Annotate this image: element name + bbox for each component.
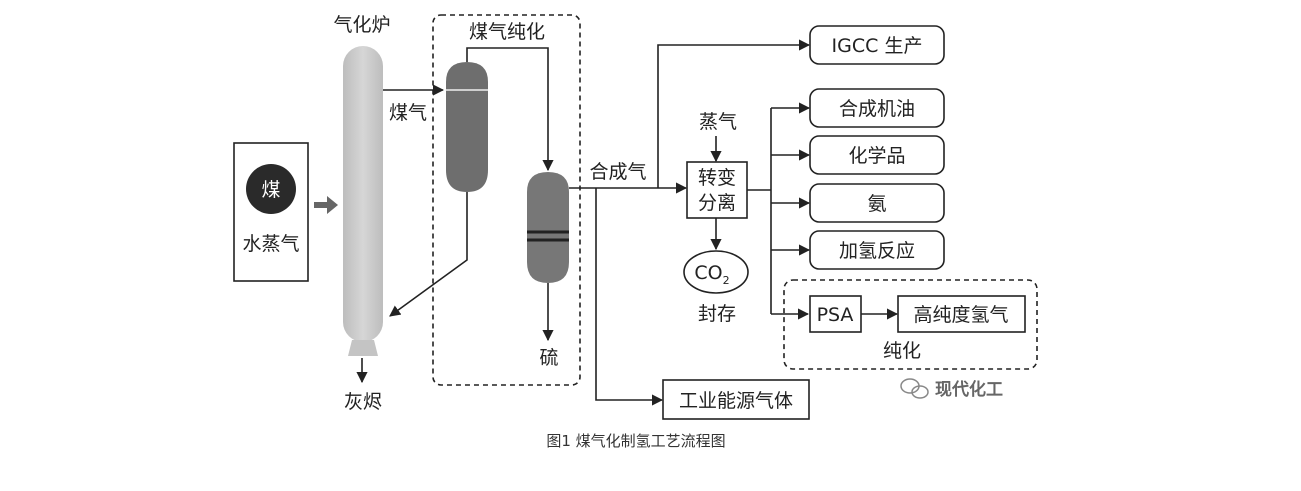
vessel-link bbox=[466, 47, 554, 172]
hydro-box: 加氢反应 bbox=[809, 230, 945, 270]
co2-label: CO2 bbox=[694, 262, 729, 287]
shift-label-2: 分离 bbox=[698, 192, 736, 214]
feed-box: 煤 水蒸气 bbox=[233, 142, 309, 282]
ammonia-label: 氨 bbox=[867, 193, 886, 215]
gasifier: 气化炉 bbox=[333, 14, 391, 356]
psa-label: PSA bbox=[817, 304, 854, 326]
psa-box: PSA bbox=[809, 295, 862, 333]
oil-label: 合成机油 bbox=[839, 98, 915, 120]
steam-label: 蒸气 bbox=[699, 111, 737, 133]
igcc-label: IGCC 生产 bbox=[832, 35, 923, 57]
wechat-icon bbox=[900, 378, 929, 399]
shift-separation-box: 转变 分离 bbox=[686, 161, 748, 219]
coal-gas-label: 煤气 bbox=[389, 102, 427, 124]
oil-box: 合成机油 bbox=[809, 88, 945, 128]
industrial-line bbox=[595, 188, 664, 406]
coal-label: 煤 bbox=[261, 179, 280, 201]
pure-region bbox=[783, 279, 1038, 370]
ash-label: 灰烬 bbox=[344, 391, 382, 413]
igcc-box: IGCC 生产 bbox=[809, 25, 945, 65]
vessel-2 bbox=[527, 172, 569, 283]
pure-label: 纯化 bbox=[883, 340, 921, 362]
syngas-label: 合成气 bbox=[589, 161, 646, 183]
hydro-label: 加氢反应 bbox=[839, 240, 915, 262]
hydrogen-box: 高纯度氢气 bbox=[897, 295, 1026, 333]
storage-label: 封存 bbox=[698, 303, 736, 325]
coal-ball bbox=[246, 164, 296, 214]
gasifier-label: 气化炉 bbox=[333, 14, 390, 36]
shift-label-1: 转变 bbox=[698, 167, 736, 189]
chem-label: 化学品 bbox=[848, 145, 905, 167]
chem-box: 化学品 bbox=[809, 135, 945, 175]
purification-label: 煤气纯化 bbox=[469, 21, 545, 43]
watermark-text: 现代化工 bbox=[935, 379, 1003, 400]
figure-caption: 图1 煤气化制氢工艺流程图 bbox=[546, 432, 725, 450]
water-steam-label: 水蒸气 bbox=[242, 233, 299, 255]
hydrogen-label: 高纯度氢气 bbox=[913, 304, 1008, 326]
ammonia-box: 氨 bbox=[809, 183, 945, 223]
feed-arrow bbox=[314, 196, 338, 214]
vessel-1 bbox=[446, 62, 488, 192]
return-line bbox=[389, 192, 468, 317]
purification-box bbox=[432, 14, 581, 386]
industrial-label: 工业能源气体 bbox=[679, 390, 793, 412]
industrial-box: 工业能源气体 bbox=[662, 379, 810, 420]
watermark: 现代化工 bbox=[900, 378, 1003, 400]
co2-ellipse bbox=[683, 250, 749, 294]
sulfur-label: 硫 bbox=[539, 347, 558, 369]
igcc-line bbox=[657, 39, 811, 188]
